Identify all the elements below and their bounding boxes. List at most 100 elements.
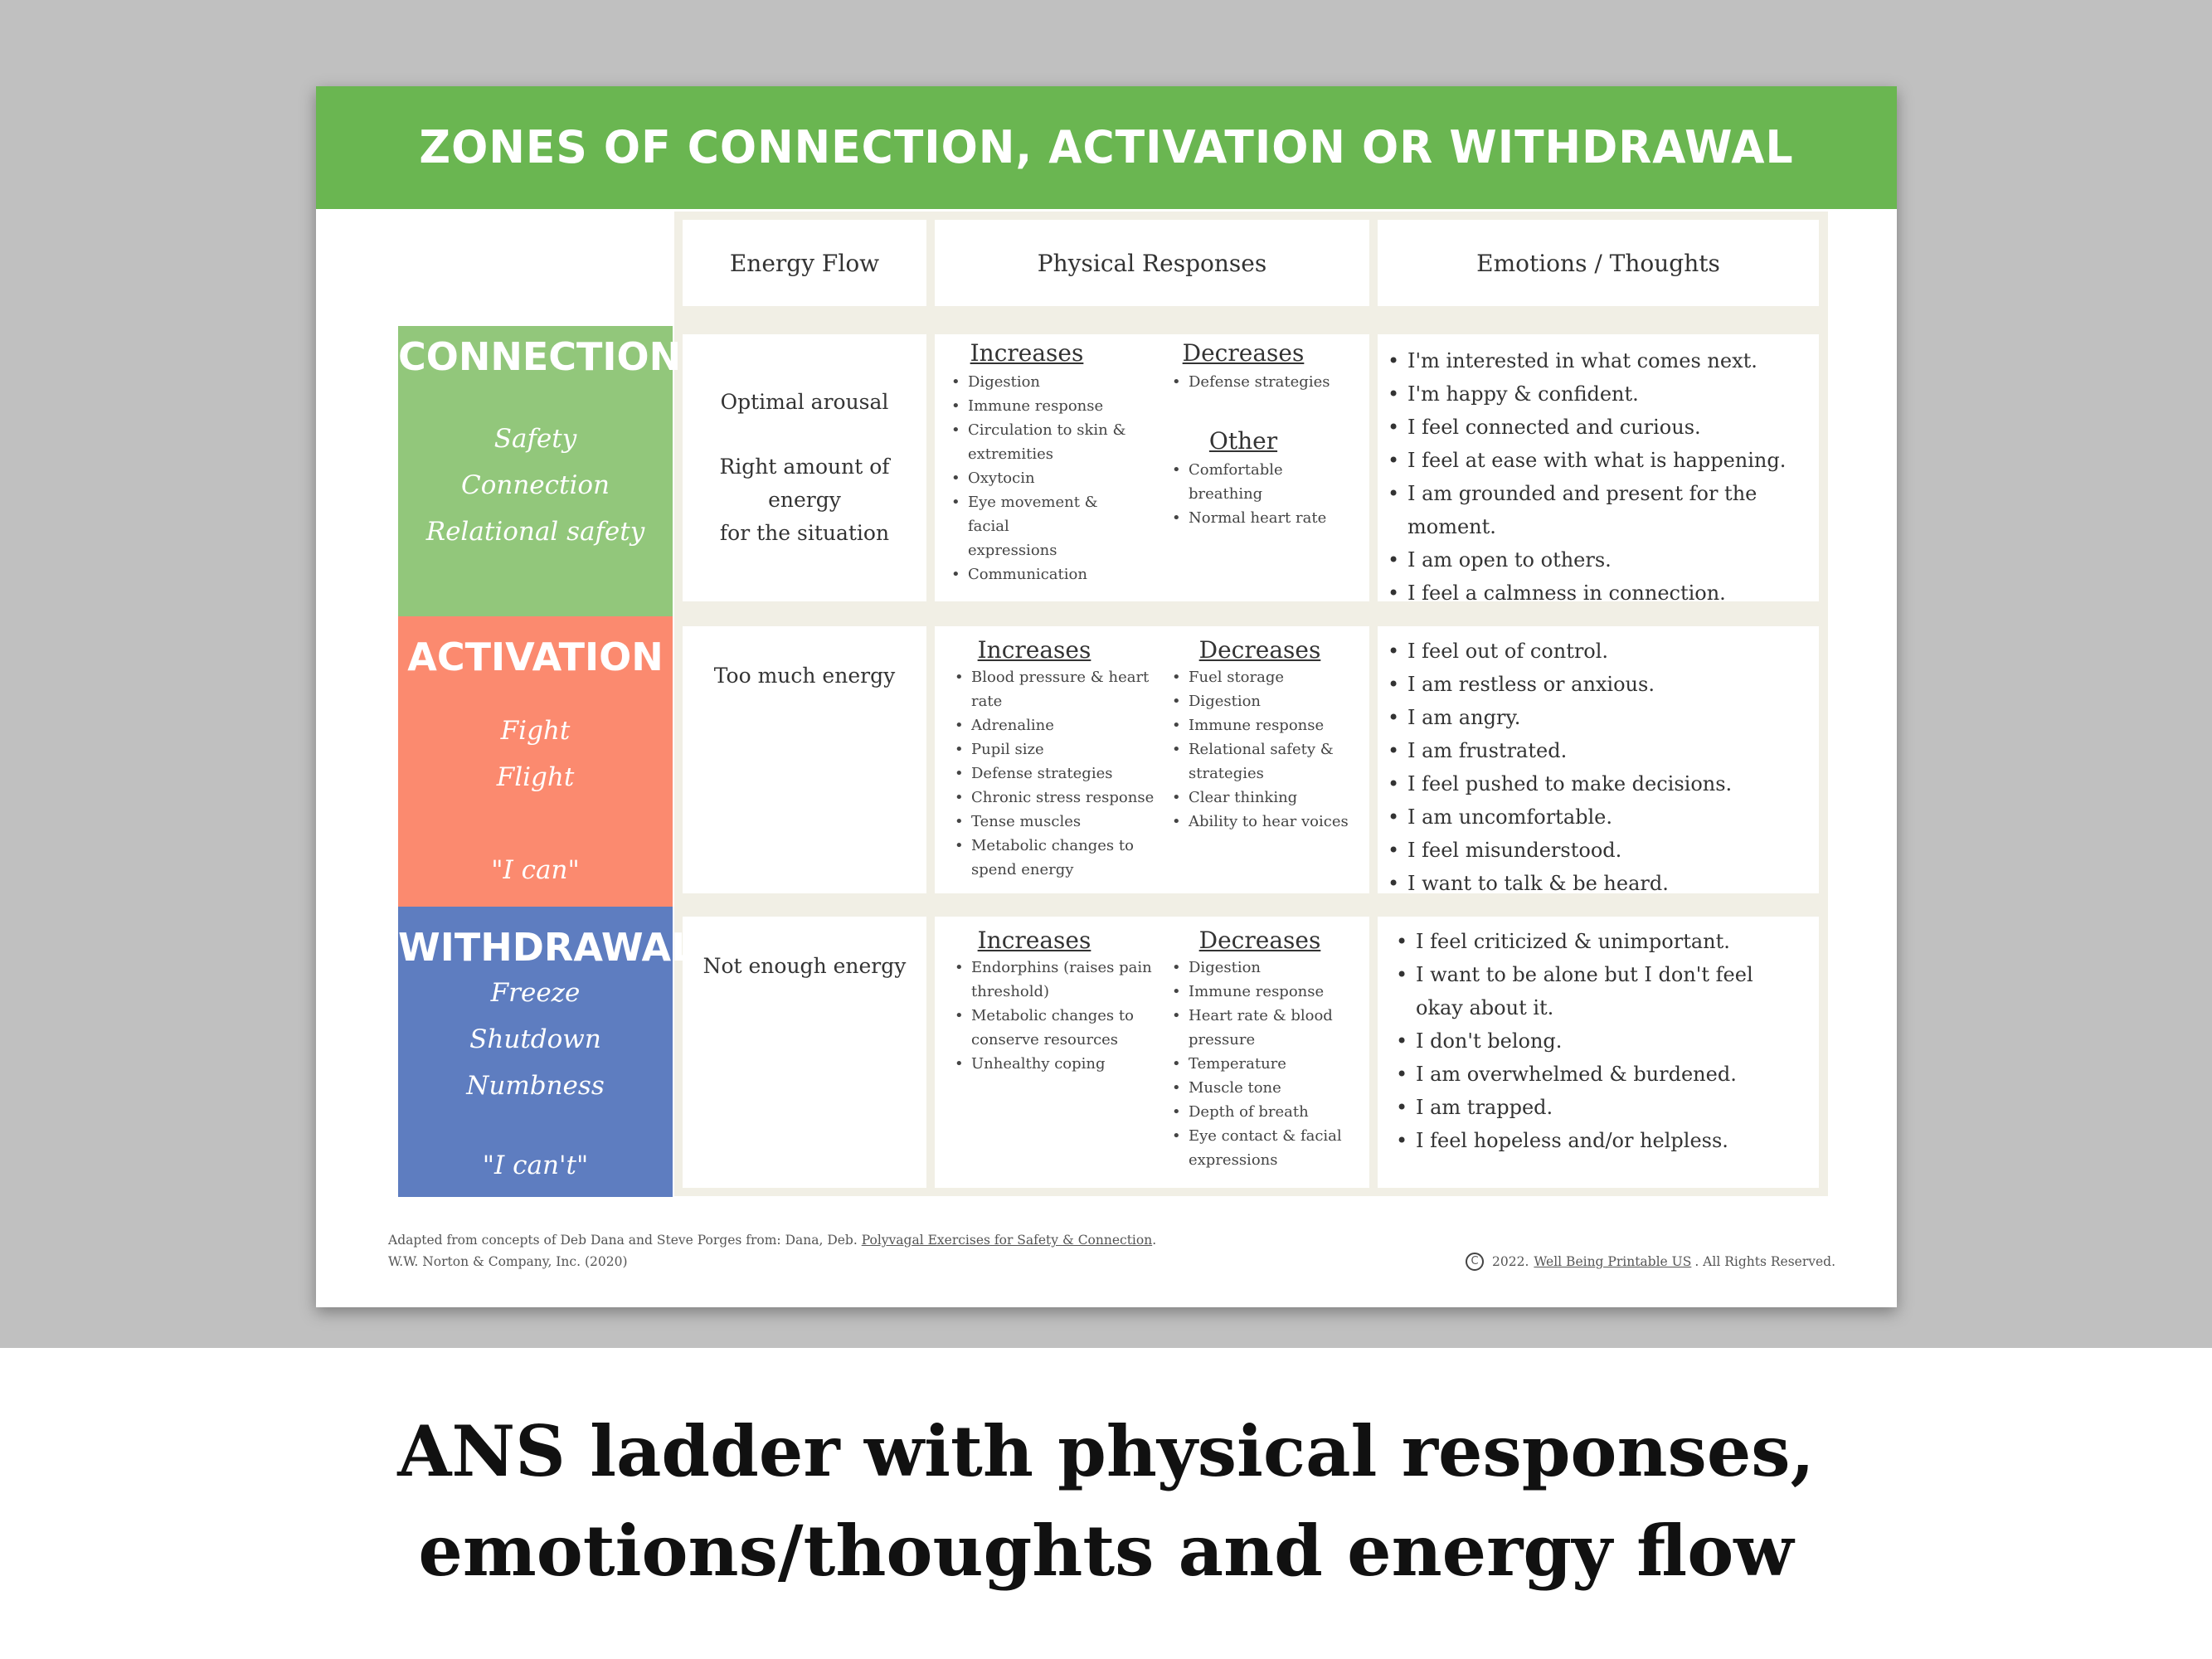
list-item: strategies (1169, 761, 1368, 786)
list-item: Digestion (1169, 956, 1368, 980)
list-item: I am restless or anxious. (1378, 668, 1819, 701)
energy-withdrawal: Not enough energy (683, 917, 926, 1188)
list-item: I am trapped. (1386, 1091, 1819, 1124)
energy-text: Right amount of energy (719, 455, 890, 512)
list-item-cont: expressions (968, 542, 1057, 559)
decreases-heading: Decreases (1198, 927, 1321, 954)
list-item: rate (951, 689, 1159, 713)
list-item: I am overwhelmed & burdened. (1386, 1058, 1819, 1091)
copyright: C 2022. Well Being Printable US. All Rig… (1466, 1251, 1835, 1272)
list-item: Digestion (948, 370, 1139, 394)
header-energy-flow: Energy Flow (683, 220, 926, 306)
header-emotions-label: Emotions / Thoughts (1476, 249, 1720, 277)
list-item: extremities (948, 442, 1139, 466)
list-item: I feel criticized & unimportant. (1386, 925, 1819, 958)
zone-sub: Flight (496, 762, 575, 792)
zone-sub: Shutdown (469, 1024, 601, 1054)
list-item: Muscle tone (1169, 1076, 1368, 1100)
list-item: Eye contact & facial (1169, 1124, 1368, 1148)
list-item: I am grounded and present for the (1378, 477, 1819, 510)
list-item: Heart rate & blood (1169, 1004, 1368, 1028)
list-item: Ability to hear voices (1169, 810, 1368, 834)
publisher-link[interactable]: Well Being Printable US (1534, 1254, 1692, 1269)
list-item: I am frustrated. (1378, 734, 1819, 767)
list-item: I want to talk & be heard. (1378, 867, 1819, 900)
copyright-text: . All Rights Reserved. (1694, 1254, 1836, 1269)
zone-name: CONNECTION (398, 334, 682, 379)
zone-sub: "I can't" (482, 1151, 589, 1180)
list-item-cont: expressions (1189, 1151, 1278, 1169)
caption: ANS ladder with physical responses, emot… (0, 1402, 2212, 1601)
list-item: expressions (1169, 1148, 1368, 1172)
list-item: I feel out of control. (1378, 635, 1819, 668)
list-item: okay about it. (1386, 991, 1819, 1024)
list-item: I feel at ease with what is happening. (1378, 444, 1819, 477)
increases-column: Increases Digestion Immune response Circ… (948, 339, 1139, 586)
copyright-icon: C (1466, 1253, 1484, 1271)
list-item: Pupil size (951, 737, 1159, 761)
energy-text: for the situation (719, 521, 890, 545)
increases-column: Increases Endorphins (raises pain thresh… (951, 927, 1159, 1076)
list-item: Temperature (1169, 1052, 1368, 1076)
decreases-heading: Decreases (1198, 636, 1321, 664)
list-item: I'm interested in what comes next. (1378, 344, 1819, 377)
list-item-cont: conserve resources (971, 1031, 1119, 1048)
header-physical-label: Physical Responses (1037, 249, 1267, 277)
list-item: Circulation to skin & (948, 418, 1139, 442)
list-item: Metabolic changes to (951, 1004, 1159, 1028)
zone-sub: Connection (460, 470, 610, 500)
list-item: Relational safety & (1169, 737, 1368, 761)
list-item: Unhealthy coping (951, 1052, 1159, 1076)
zone-withdrawal: WITHDRAWAL Freeze Shutdown Numbness "I c… (398, 907, 696, 1197)
energy-text: Not enough energy (702, 954, 907, 978)
list-item-cont: rate (971, 693, 1003, 710)
list-item: I am open to others. (1378, 543, 1819, 577)
zone-name: ACTIVATION (407, 635, 664, 679)
list-item: Tense muscles (951, 810, 1159, 834)
list-item: Depth of breath (1169, 1100, 1368, 1124)
increases-heading: Increases (977, 636, 1091, 664)
emotions-activation: I feel out of control. I am restless or … (1378, 626, 1819, 900)
emotions-withdrawal: I feel criticized & unimportant. I want … (1378, 917, 1819, 1188)
list-item: I feel misunderstood. (1378, 834, 1819, 867)
increases-heading: Increases (970, 339, 1084, 367)
list-item: I don't belong. (1386, 1024, 1819, 1058)
citation-line-1: Adapted from concepts of Deb Dana and St… (388, 1229, 1156, 1251)
zone-sub: Fight (500, 716, 571, 746)
increases-column: Increases Blood pressure & heart rate Ad… (951, 636, 1159, 882)
list-item: conserve resources (951, 1028, 1159, 1052)
list-item: Defense strategies (951, 761, 1159, 786)
list-item: I feel pushed to make decisions. (1378, 767, 1819, 800)
list-item: Digestion (1169, 689, 1368, 713)
list-item: Communication (948, 562, 1139, 586)
list-item-cont: moment. (1407, 515, 1496, 538)
list-item-cont: spend energy (971, 861, 1074, 878)
header-physical-responses: Physical Responses (935, 220, 1369, 306)
list-item: Defense strategies (1169, 370, 1359, 394)
list-item-cont: pressure (1189, 1031, 1256, 1048)
zone-sub: Numbness (466, 1071, 605, 1101)
caption-line-1: ANS ladder with physical responses, (397, 1410, 1815, 1492)
list-item: breathing (1169, 482, 1359, 506)
list-item: I am angry. (1378, 701, 1819, 734)
list-item: Normal heart rate (1169, 506, 1359, 530)
list-item: I am uncomfortable. (1378, 800, 1819, 834)
zone-sub: Safety (493, 424, 577, 454)
list-item: Immune response (1169, 713, 1368, 737)
energy-activation: Too much energy (683, 626, 926, 893)
physical-withdrawal: Increases Endorphins (raises pain thresh… (935, 917, 1369, 1188)
energy-text: Optimal arousal (720, 390, 889, 414)
list-item: Comfortable (1169, 458, 1359, 482)
list-item: Immune response (948, 394, 1139, 418)
zone-activation: ACTIVATION Fight Flight "I can" (398, 616, 673, 907)
citation-text: Adapted from concepts of Deb Dana and St… (388, 1233, 862, 1248)
header-energy-label: Energy Flow (729, 249, 880, 277)
citation-text: . (1152, 1233, 1157, 1248)
citation-line-2: W.W. Norton & Company, Inc. (2020) (388, 1254, 628, 1269)
title-banner: Zones of Connection, Activation or Withd… (316, 86, 1897, 209)
worksheet-title: Zones of Connection, Activation or Withd… (419, 121, 1794, 174)
zone-name: WITHDRAWAL (398, 925, 696, 970)
book-title-link[interactable]: Polyvagal Exercises for Safety & Connect… (861, 1233, 1153, 1248)
list-item: I feel a calmness in connection. (1378, 577, 1819, 610)
decreases-column: Decreases Digestion Immune response Hear… (1169, 927, 1368, 1172)
